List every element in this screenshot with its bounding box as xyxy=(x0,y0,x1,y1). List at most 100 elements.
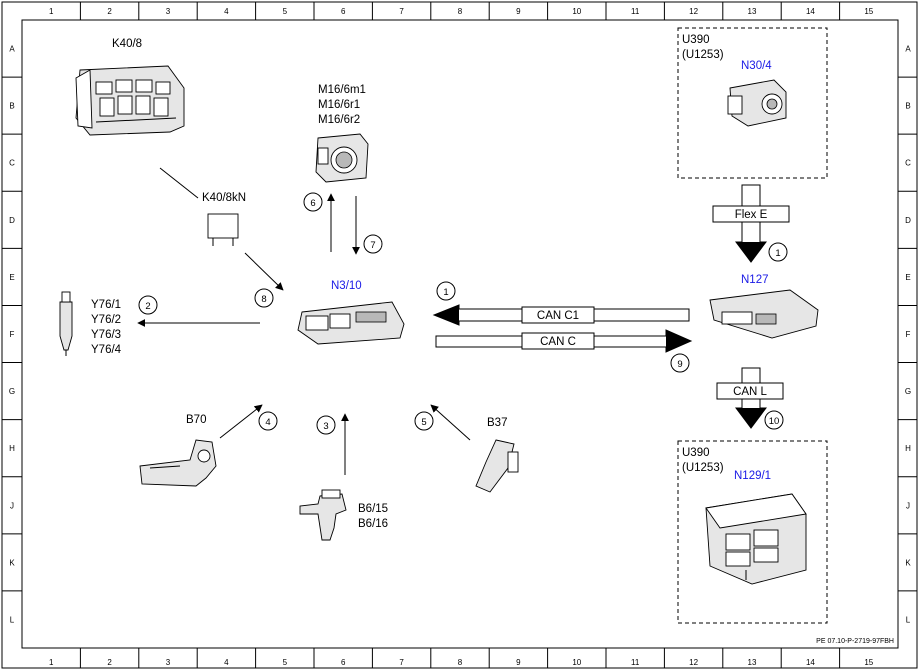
grid-row-label: G xyxy=(905,387,911,396)
label-b37: B37 xyxy=(487,417,507,429)
can-l-bus: CAN L xyxy=(716,367,784,429)
marker-7: 7 xyxy=(370,240,375,251)
can-c1-bus: CAN C1 xyxy=(432,304,690,326)
grid-column-label: 6 xyxy=(341,658,346,667)
grid-column-label: 12 xyxy=(689,7,698,16)
marker-9: 9 xyxy=(677,359,682,370)
grid-row-label: F xyxy=(10,330,15,339)
grid-column-label: 11 xyxy=(631,658,640,667)
grid-row-label: J xyxy=(10,501,14,510)
k40-8kn-relay: K40/8kN xyxy=(202,192,246,246)
grid-column-label: 14 xyxy=(806,658,815,667)
label-b6-16: B6/16 xyxy=(358,518,388,530)
marker-4: 4 xyxy=(265,417,270,428)
grid-row-label: H xyxy=(905,444,911,453)
grid-column-label: 11 xyxy=(631,7,640,16)
marker-2: 2 xyxy=(145,301,150,312)
grid-row-label: B xyxy=(9,102,14,111)
grid-row-label: F xyxy=(906,330,911,339)
grid-column-label: 10 xyxy=(572,658,581,667)
grid-row-label: D xyxy=(9,216,15,225)
marker-1-can-c1: 1 xyxy=(443,287,448,298)
k40-8-fuse-box: K40/8 xyxy=(75,38,185,136)
grid-labels: 1122334455667788991010111112121313141415… xyxy=(9,7,911,667)
marker-6: 6 xyxy=(310,198,315,209)
label-y76-2: Y76/2 xyxy=(91,314,121,326)
marker-10: 10 xyxy=(769,416,780,427)
number-markers: 1 1 2 3 4 5 6 7 8 9 10 xyxy=(138,192,788,435)
u390-bottom-group: U390 (U1253) N129/1 xyxy=(677,440,828,624)
grid-row-label: L xyxy=(906,615,911,624)
label-k40-8: K40/8 xyxy=(112,38,142,50)
n127-control-unit: N127 xyxy=(709,274,819,339)
label-u390-bottom: U390 xyxy=(682,447,710,459)
grid-column-label: 1 xyxy=(49,7,54,16)
grid-column-label: 3 xyxy=(166,658,171,667)
label-can-l: CAN L xyxy=(733,386,767,398)
grid-row-label: H xyxy=(9,444,15,453)
grid-row-label: L xyxy=(10,615,15,624)
b37-pedal-sensor: B37 xyxy=(475,417,519,493)
label-u1253-top: (U1253) xyxy=(682,49,724,61)
grid-column-label: 5 xyxy=(283,7,288,16)
label-m16-6m1: M16/6m1 xyxy=(318,84,366,96)
label-b6-15: B6/15 xyxy=(358,503,388,515)
grid-column-label: 9 xyxy=(516,658,521,667)
grid-column-label: 1 xyxy=(49,658,54,667)
grid-row-label: C xyxy=(9,159,15,168)
marker-1-flex-e: 1 xyxy=(775,248,780,259)
grid-column-label: 2 xyxy=(107,7,112,16)
grid-row-label: B xyxy=(905,102,910,111)
label-can-c1: CAN C1 xyxy=(537,310,579,322)
label-y76-3: Y76/3 xyxy=(91,329,121,341)
u390-top-group: U390 (U1253) N30/4 xyxy=(677,27,828,179)
grid-column-label: 2 xyxy=(107,658,112,667)
grid-row-label: D xyxy=(905,216,911,225)
grid-column-label: 15 xyxy=(864,658,873,667)
label-y76-1: Y76/1 xyxy=(91,299,121,311)
grid-row-label: E xyxy=(9,273,14,282)
m16-6-throttle-body: M16/6m1 M16/6r1 M16/6r2 xyxy=(315,84,369,183)
grid-column-label: 9 xyxy=(516,7,521,16)
drawing-reference: PE 07.10-P-2719-97FBH xyxy=(816,638,894,645)
grid-column-label: 14 xyxy=(806,7,815,16)
b70-crankshaft-sensor: B70 xyxy=(139,414,217,487)
grid-column-label: 7 xyxy=(399,658,404,667)
grid-column-label: 5 xyxy=(283,658,288,667)
grid-column-label: 6 xyxy=(341,7,346,16)
y76-injectors: Y76/1 Y76/2 Y76/3 Y76/4 xyxy=(59,291,122,356)
grid-row-label: K xyxy=(9,558,15,567)
grid-column-label: 12 xyxy=(689,658,698,667)
grid-column-label: 3 xyxy=(166,7,171,16)
grid-column-label: 13 xyxy=(748,658,757,667)
grid-column-label: 15 xyxy=(864,7,873,16)
label-flex-e: Flex E xyxy=(735,209,768,221)
grid-column-label: 10 xyxy=(572,7,581,16)
label-n3-10: N3/10 xyxy=(331,280,362,292)
grid-row-label: E xyxy=(905,273,910,282)
grid-row-label: C xyxy=(905,159,911,168)
b6-camshaft-sensors: B6/15 B6/16 xyxy=(299,489,388,541)
grid-row-label: G xyxy=(9,387,15,396)
label-m16-6r1: M16/6r1 xyxy=(318,99,360,111)
grid-row-label: K xyxy=(905,558,911,567)
n3-10-engine-control-unit: N3/10 xyxy=(297,280,405,345)
label-u1253-bottom: (U1253) xyxy=(682,462,724,474)
label-y76-4: Y76/4 xyxy=(91,344,122,356)
grid-row-label: A xyxy=(905,45,911,54)
label-n129-1: N129/1 xyxy=(734,470,771,482)
grid-row-label: J xyxy=(906,501,910,510)
marker-3: 3 xyxy=(323,421,328,432)
flex-e-bus: Flex E xyxy=(712,184,790,263)
grid-column-label: 8 xyxy=(458,658,463,667)
label-n30-4: N30/4 xyxy=(741,60,772,72)
marker-8: 8 xyxy=(261,294,266,305)
grid-column-label: 7 xyxy=(399,7,404,16)
label-u390-top: U390 xyxy=(682,34,710,46)
grid-column-label: 4 xyxy=(224,7,229,16)
marker-5: 5 xyxy=(421,417,426,428)
label-k40-8kn: K40/8kN xyxy=(202,192,246,204)
can-c-bus: CAN C xyxy=(435,329,693,353)
grid-column-label: 13 xyxy=(748,7,757,16)
